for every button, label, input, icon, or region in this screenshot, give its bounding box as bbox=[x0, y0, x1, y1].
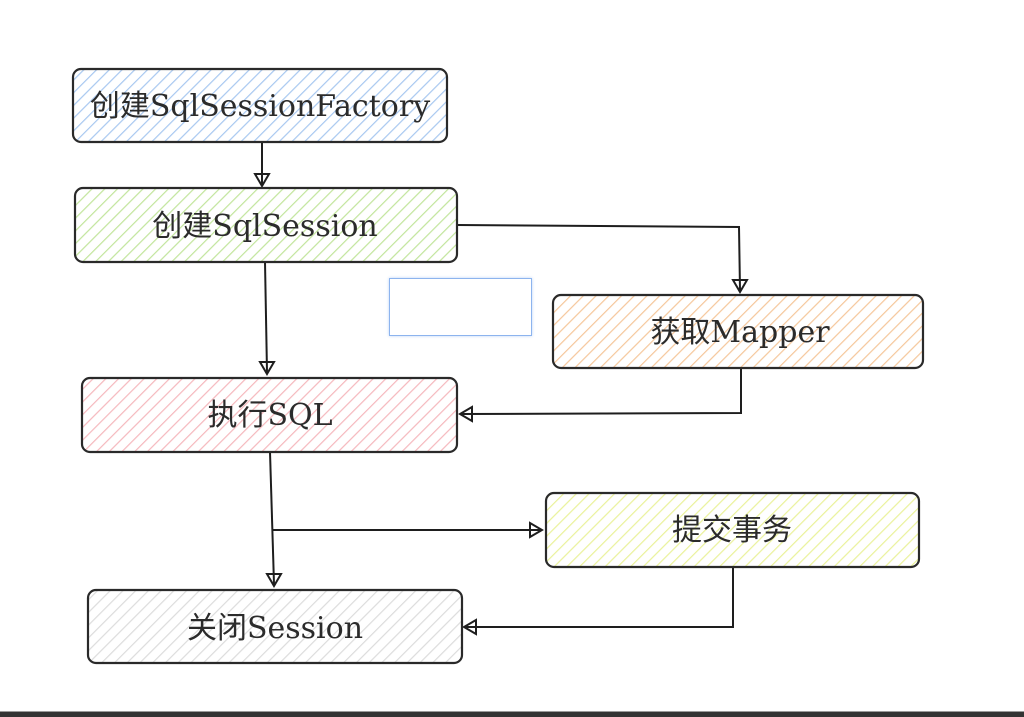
arrowhead-icon bbox=[462, 618, 477, 636]
edge-execute-to-close[interactable] bbox=[265, 451, 283, 588]
node-close-session[interactable]: 关闭Session bbox=[86, 588, 464, 665]
arrowhead-icon bbox=[265, 573, 283, 588]
edge-commit-to-close[interactable] bbox=[462, 567, 734, 636]
arrowhead-icon bbox=[529, 521, 544, 539]
edge-factory-to-session[interactable] bbox=[253, 142, 271, 188]
arrowhead-icon bbox=[731, 279, 749, 294]
node-label: 创建SqlSession bbox=[152, 209, 377, 244]
node-label: 创建SqlSessionFactory bbox=[90, 89, 430, 124]
node-label: 获取Mapper bbox=[650, 315, 830, 350]
empty-selected-element[interactable] bbox=[389, 278, 532, 336]
edge-session-to-execute[interactable] bbox=[258, 261, 276, 376]
arrowhead-icon bbox=[458, 405, 473, 423]
bottom-edge-bar bbox=[0, 711, 1024, 717]
node-label: 关闭Session bbox=[187, 611, 363, 646]
edge-mapper-to-execute[interactable] bbox=[458, 368, 742, 423]
arrowhead-icon bbox=[253, 173, 271, 188]
node-execute-sql[interactable]: 执行SQL bbox=[80, 376, 459, 454]
node-create-factory[interactable]: 创建SqlSessionFactory bbox=[71, 67, 449, 144]
node-create-session[interactable]: 创建SqlSession bbox=[73, 186, 459, 264]
node-label: 执行SQL bbox=[207, 398, 332, 433]
node-label: 提交事务 bbox=[672, 513, 792, 548]
edge-session-to-mapper[interactable] bbox=[456, 224, 749, 294]
node-get-mapper[interactable]: 获取Mapper bbox=[551, 293, 925, 370]
arrowhead-icon bbox=[258, 361, 276, 376]
edge-execute-to-commit[interactable] bbox=[272, 521, 544, 539]
node-commit-transaction[interactable]: 提交事务 bbox=[544, 491, 921, 569]
